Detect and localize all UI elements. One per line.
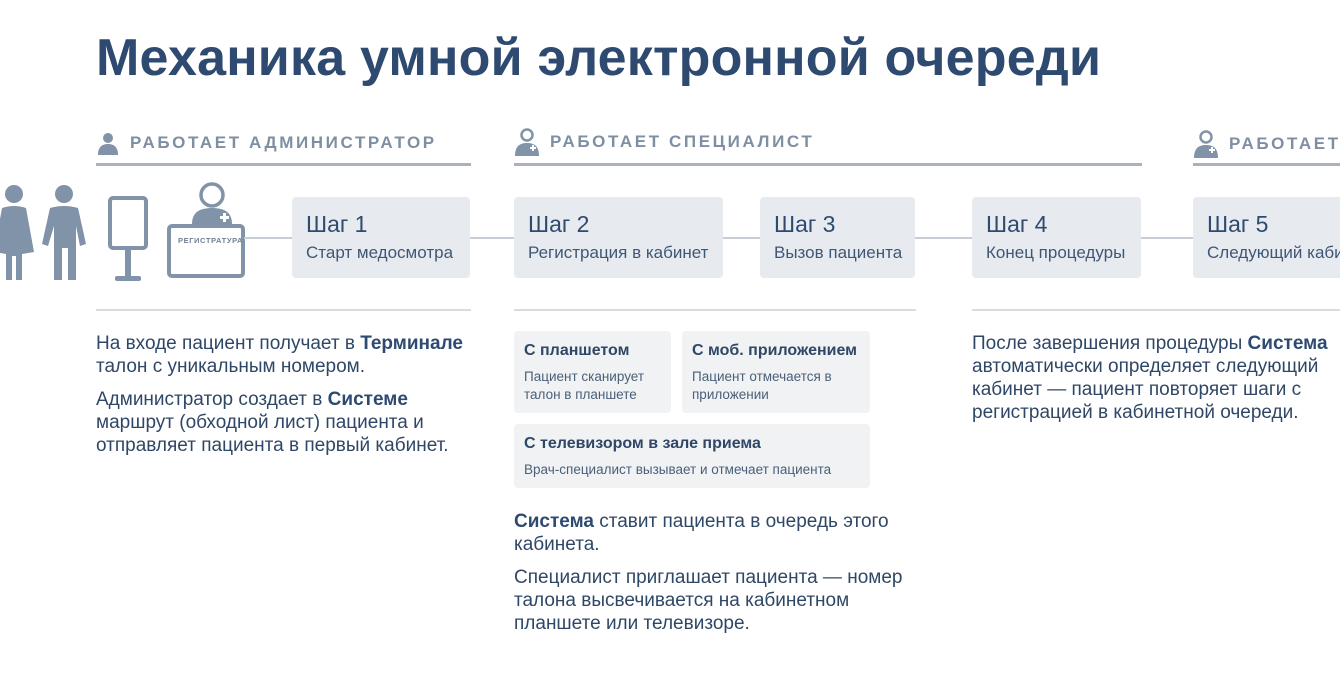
doctor-icon xyxy=(1193,130,1219,158)
role-header-admin: РАБОТАЕТ АДМИНИСТРАТОР xyxy=(96,131,437,155)
role-divider xyxy=(1193,163,1340,166)
person-icon xyxy=(96,131,120,155)
role-header-next: РАБОТАЕТ С xyxy=(1193,130,1340,158)
role-header-specialist: РАБОТАЕТ СПЕЦИАЛИСТ xyxy=(514,128,814,156)
card-tablet: С планшетом Пациент сканирует талон в пл… xyxy=(514,331,671,413)
step-description: Конец процедуры xyxy=(986,243,1126,262)
step-number: Шаг 2 xyxy=(528,211,590,237)
step-number: Шаг 3 xyxy=(774,211,836,237)
step-5: Шаг 5 Следующий кабинет xyxy=(1193,197,1340,278)
step-1: Шаг 1 Старт медосмотра xyxy=(292,197,470,278)
step-4: Шаг 4 Конец процедуры xyxy=(972,197,1141,278)
card-mobile-app: С моб. приложением Пациент отмечается в … xyxy=(682,331,870,413)
reception-sign: РЕГИСТРАТУРА xyxy=(178,236,244,245)
final-description: После завершения процедуры Система автом… xyxy=(972,332,1334,424)
section-divider xyxy=(972,309,1340,311)
step-description: Вызов пациента xyxy=(774,243,903,262)
doctor-icon xyxy=(514,128,540,156)
connector xyxy=(470,237,514,239)
specialist-paragraph-1: Система ставит пациента в очередь этого … xyxy=(514,511,889,555)
card-title: С моб. приложением xyxy=(692,342,858,359)
admin-description: На входе пациент получает в Терминале та… xyxy=(96,332,471,457)
step-3: Шаг 3 Вызов пациента xyxy=(760,197,915,278)
terminal-icon xyxy=(107,196,149,287)
connector xyxy=(723,237,760,239)
step-number: Шаг 4 xyxy=(986,211,1048,237)
reception-desk-icon: РЕГИСТРАТУРА xyxy=(166,180,246,285)
step-number: Шаг 1 xyxy=(306,211,368,237)
connector xyxy=(915,237,972,239)
card-text: Пациент сканирует талон в планшете xyxy=(524,369,645,402)
role-divider xyxy=(96,163,471,166)
card-title: С телевизором в зале приема xyxy=(524,435,761,452)
step-number: Шаг 5 xyxy=(1207,211,1269,237)
connector xyxy=(1141,237,1193,239)
section-divider xyxy=(96,309,471,311)
final-paragraph: После завершения процедуры Система автом… xyxy=(972,333,1328,423)
step-description: Следующий кабинет xyxy=(1207,243,1340,262)
card-title: С планшетом xyxy=(524,342,630,359)
step-description: Регистрация в кабинет xyxy=(528,243,709,262)
section-divider xyxy=(514,309,916,311)
specialist-paragraph-2: Специалист приглашает пациента — номер т… xyxy=(514,567,903,634)
connector xyxy=(244,237,292,239)
role-divider xyxy=(514,163,1142,166)
page-title: Механика умной электронной очереди xyxy=(96,29,1102,87)
admin-paragraph-1: На входе пациент получает в Терминале та… xyxy=(96,333,463,377)
specialist-description: Система ставит пациента в очередь этого … xyxy=(514,510,914,635)
patients-icon xyxy=(0,182,92,287)
step-2: Шаг 2 Регистрация в кабинет xyxy=(514,197,723,278)
role-label: РАБОТАЕТ СПЕЦИАЛИСТ xyxy=(550,132,815,151)
role-label: РАБОТАЕТ АДМИНИСТРАТОР xyxy=(130,133,437,152)
role-label: РАБОТАЕТ С xyxy=(1229,134,1340,153)
card-text: Врач-специалист вызывает и отмечает паци… xyxy=(524,462,832,477)
step-description: Старт медосмотра xyxy=(306,243,454,262)
card-tv: С телевизором в зале приема Врач-специал… xyxy=(514,424,870,488)
admin-paragraph-2: Администратор создает в Системе маршрут … xyxy=(96,389,449,456)
card-text: Пациент отмечается в приложении xyxy=(692,369,832,402)
